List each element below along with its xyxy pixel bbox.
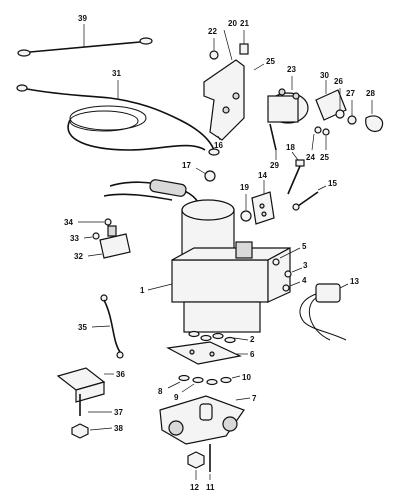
o-rings-2 — [188, 330, 249, 344]
clamp-17 — [195, 167, 216, 182]
callout-20: 20 — [228, 19, 237, 28]
screw-33 — [83, 232, 100, 240]
callout-30: 30 — [320, 71, 329, 80]
callout-24: 24 — [306, 153, 315, 162]
callout-1: 1 — [140, 286, 145, 295]
valve-body-7 — [159, 395, 251, 445]
callout-2: 2 — [250, 335, 255, 344]
cable-31 — [16, 80, 220, 156]
callout-16: 16 — [214, 141, 223, 150]
callout-21: 21 — [240, 19, 249, 28]
callout-18: 18 — [286, 143, 295, 152]
callout-7: 7 — [252, 394, 257, 403]
callout-27: 27 — [346, 89, 355, 98]
screw-24 — [311, 126, 322, 151]
pump-motor-1 — [147, 199, 291, 333]
fitting-12 — [187, 451, 205, 480]
nut-38 — [71, 423, 113, 439]
callout-10: 10 — [242, 373, 251, 382]
bracket-16 — [203, 29, 249, 141]
screw-29 — [269, 123, 277, 160]
callout-8: 8 — [158, 387, 163, 396]
callout-26: 26 — [334, 77, 343, 86]
callout-25-upper: 25 — [266, 57, 275, 66]
o-rings-8-9-10 — [167, 374, 241, 393]
callout-6: 6 — [250, 350, 255, 359]
plate-6 — [166, 341, 248, 365]
callout-19: 19 — [240, 183, 249, 192]
callout-32: 32 — [74, 252, 83, 261]
boot-28 — [365, 100, 384, 133]
fitting-3 — [284, 267, 303, 278]
bracket-14 — [251, 180, 275, 225]
ground-strap-35 — [91, 294, 124, 359]
callout-29: 29 — [270, 161, 279, 170]
washer-4 — [282, 281, 301, 292]
callout-17: 17 — [182, 161, 191, 170]
callout-14: 14 — [258, 171, 267, 180]
callout-38: 38 — [114, 424, 123, 433]
terminal-block-36 — [56, 367, 114, 408]
callout-4: 4 — [302, 276, 307, 285]
washer-25 — [322, 128, 330, 150]
wiring-harness — [103, 179, 201, 207]
callout-36: 36 — [116, 370, 125, 379]
callout-34: 34 — [64, 218, 73, 227]
nut-34 — [78, 218, 112, 226]
callout-23: 23 — [287, 65, 296, 74]
cable-39 — [17, 24, 153, 57]
callout-3: 3 — [303, 261, 308, 270]
solenoid-23 — [253, 63, 309, 124]
bolt-15 — [292, 185, 327, 211]
callout-33: 33 — [70, 234, 79, 243]
callout-39: 39 — [78, 14, 87, 23]
screw-5 — [272, 247, 301, 266]
callout-22: 22 — [208, 27, 217, 36]
callout-5: 5 — [302, 242, 307, 251]
callout-11: 11 — [206, 483, 215, 492]
callout-28: 28 — [366, 89, 375, 98]
screw-37 — [79, 408, 112, 416]
switch-13 — [299, 283, 349, 341]
callout-35: 35 — [78, 323, 87, 332]
bolt-18 — [287, 151, 305, 195]
washer-27 — [347, 100, 357, 125]
callout-15: 15 — [328, 179, 337, 188]
callout-12: 12 — [190, 483, 199, 492]
callout-9: 9 — [174, 393, 179, 402]
callout-25-lower: 25 — [320, 153, 329, 162]
callout-37: 37 — [114, 408, 123, 417]
clamp-19 — [240, 194, 252, 222]
callout-31: 31 — [112, 69, 121, 78]
callout-13: 13 — [350, 277, 359, 286]
nut-26 — [335, 88, 345, 119]
relay-32 — [87, 225, 131, 259]
